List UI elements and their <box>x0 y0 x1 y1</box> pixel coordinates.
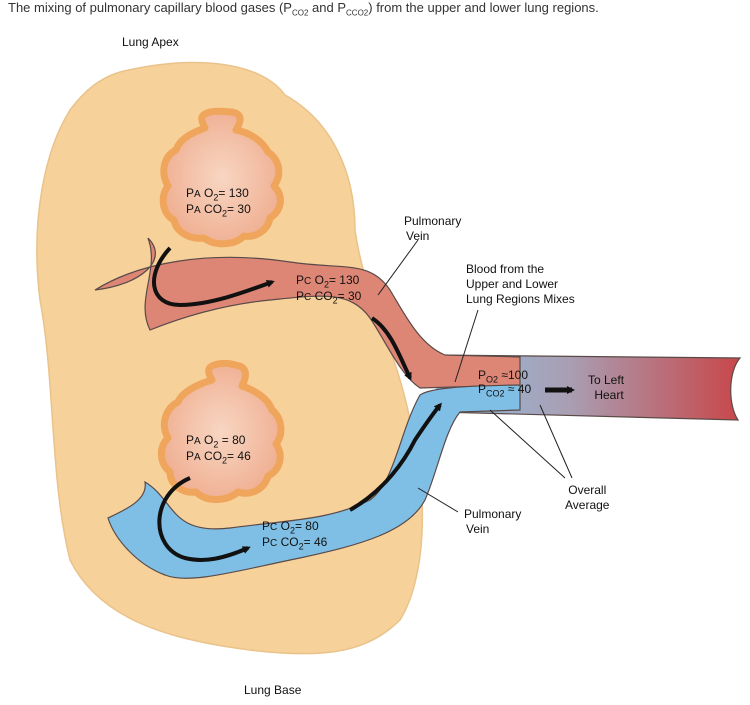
arrow-lower-curve-icon <box>157 476 251 562</box>
pulmonary-vein-top-line2: Vein <box>406 229 430 243</box>
blood-mix-line2: Upper and Lower <box>466 277 559 291</box>
pulmonary-vein-top-label: Pulmonary Vein <box>404 214 461 244</box>
upper-capillary-po2: PC O2= 130 <box>296 273 360 290</box>
leader-overall-b <box>539 404 573 479</box>
blood-mix-line1: Blood from the <box>466 262 545 276</box>
upper-alveolus-po2: PA O2= 130 <box>186 186 249 203</box>
lower-capillary-values: PC O2= 80 PC CO2= 46 <box>262 519 327 551</box>
overall-line1: Overall <box>568 483 607 497</box>
mixed-po2: PO2 ≈100 <box>478 368 528 385</box>
lower-alveolus <box>158 359 285 503</box>
to-left-heart-label: To Left Heart <box>588 373 624 403</box>
pulmonary-vein-bottom-line1: Pulmonary <box>464 507 522 521</box>
arrow-upper-down-icon <box>370 316 412 381</box>
leader-overall-a <box>489 409 566 479</box>
upper-vessel <box>94 237 521 389</box>
pulmonary-vein-bottom-label: Pulmonary Vein <box>464 507 521 537</box>
lower-alveolus-po2: PA O2 = 80 <box>186 433 246 450</box>
leader-pulmonary-vein-top <box>377 239 419 296</box>
pulmonary-vein-bottom-line2: Vein <box>466 522 490 536</box>
mixed-blood-values: PO2 ≈100 PCO2 ≈ 40 <box>478 368 532 399</box>
lung-apex-label: Lung Apex <box>122 35 179 49</box>
overall-line2: Average <box>565 498 610 512</box>
upper-alveolus-pco2: PA CO2= 30 <box>186 202 251 219</box>
arrow-upper-curve-icon <box>152 246 275 308</box>
lower-alveolus-pco2: PA CO2= 46 <box>186 449 251 466</box>
pulmonary-vein-top-line1: Pulmonary <box>404 214 462 228</box>
lower-alveolus-values: PA O2 = 80 PA CO2= 46 <box>186 433 251 465</box>
leader-pulmonary-vein-bottom <box>417 487 459 513</box>
lung-base-label: Lung Base <box>244 683 302 697</box>
upper-capillary-pco2: PC CO2= 30 <box>296 289 362 306</box>
mixed-pco2: PCO2 ≈ 40 <box>478 382 532 399</box>
figure-caption: The mixing of pulmonary capillary blood … <box>8 0 599 18</box>
lower-capillary-po2: PC O2= 80 <box>262 519 319 536</box>
blood-mix-label: Blood from the Upper and Lower Lung Regi… <box>466 262 575 307</box>
leader-blood-mix <box>454 309 479 383</box>
upper-alveolus <box>159 107 284 248</box>
lower-vessel <box>107 384 521 579</box>
arrow-lower-up-icon <box>349 402 442 512</box>
upper-alveolus-values: PA O2= 130 PA CO2= 30 <box>186 186 251 218</box>
blood-mix-line3: Lung Regions Mixes <box>466 292 575 306</box>
overall-average-label: Overall Average <box>565 483 609 513</box>
upper-capillary-values: PC O2= 130 PC CO2= 30 <box>296 273 361 305</box>
to-left-line2: Heart <box>594 388 624 402</box>
to-left-line1: To Left <box>588 373 625 387</box>
lower-capillary-pco2: PC CO2= 46 <box>262 535 328 552</box>
